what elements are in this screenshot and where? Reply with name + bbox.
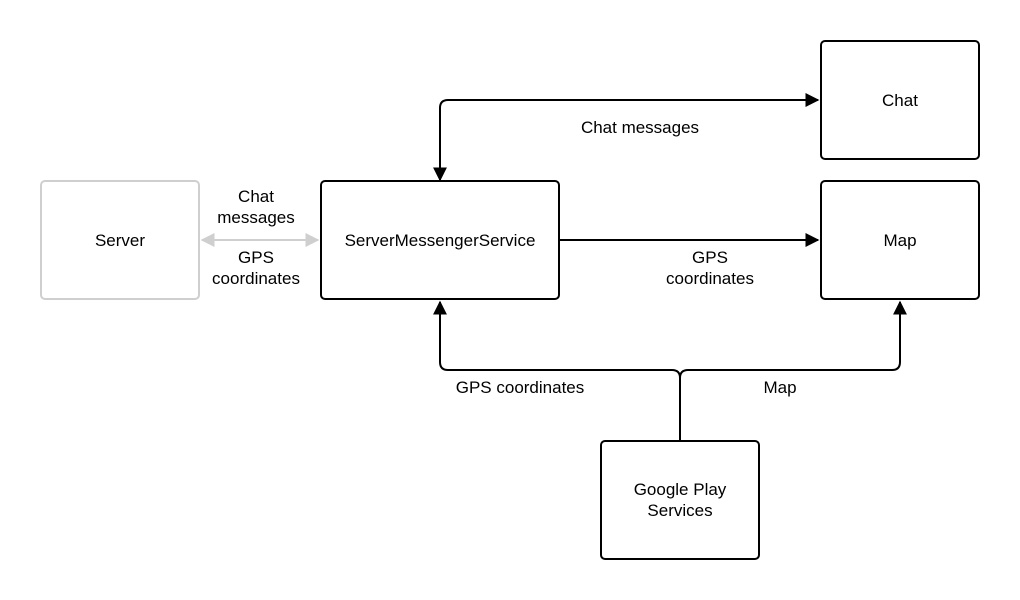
server-messenger-service-label: ServerMessengerService	[344, 230, 536, 250]
edge-label-service-map-gps: GPS coordinates	[666, 248, 754, 288]
server-node-label: Server	[94, 230, 146, 250]
edge-label-server-gps-coordinates: GPS coordinates	[212, 248, 300, 288]
map-node: Map	[820, 180, 980, 300]
chat-node-label: Chat	[882, 90, 918, 110]
connector-service-chat	[433, 93, 820, 182]
edge-label-gps-coordinates: GPS coordinates	[455, 378, 585, 397]
google-play-services-label: Google Play Services	[633, 480, 727, 520]
server-node: Server	[40, 180, 200, 300]
connector-gps-service	[433, 300, 681, 440]
edge-label-map: Map	[763, 378, 797, 397]
map-node-label: Map	[883, 230, 917, 250]
edge-label-server-chat-messages: Chat messages	[217, 187, 295, 227]
server-messenger-service-node: ServerMessengerService	[320, 180, 560, 300]
edge-label-chat-messages: Chat messages	[580, 118, 700, 137]
connector-gps-map	[679, 300, 907, 379]
google-play-services-node: Google Play Services	[600, 440, 760, 560]
chat-node: Chat	[820, 40, 980, 160]
